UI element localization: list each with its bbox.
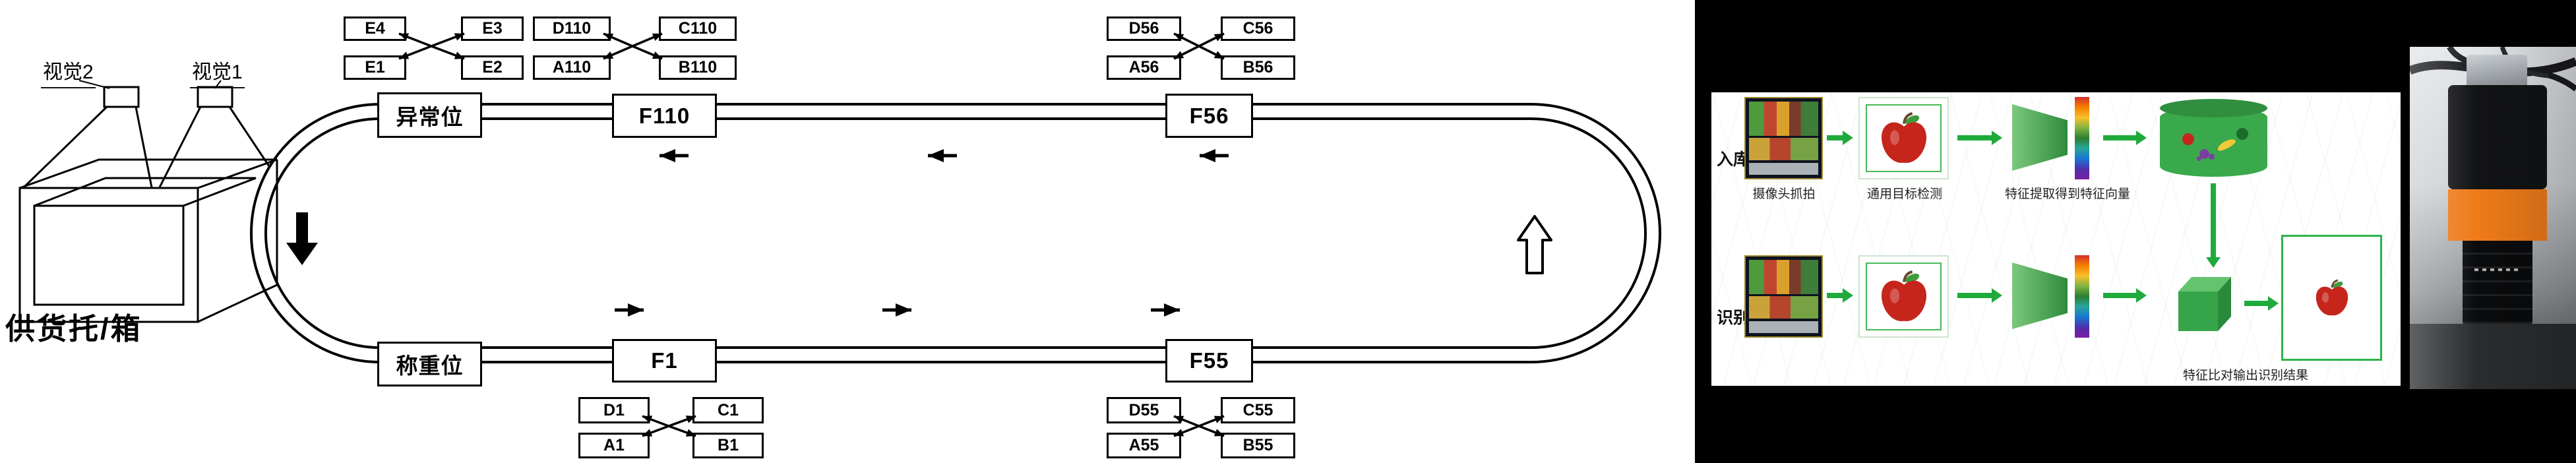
flow-arrow-icon [1827,288,1853,303]
cluster-box: D55 [1107,397,1181,423]
thumbnail-image [1749,138,1818,160]
lens-marking [2474,268,2521,271]
station-f110: F110 [612,94,717,138]
cluster-box: A56 [1107,55,1181,80]
recognition-flow-panel: 入库 识别 摄像头抓拍 通用目标检测 特征提取得到特征向量 [1711,92,2401,386]
cross-transfer-arrows [398,32,465,60]
vision2-camera-icon [22,86,153,189]
apple-icon [2315,279,2348,315]
thumbnail-image [1749,102,1818,136]
cluster-box: E4 [344,16,406,41]
cluster-box: B56 [1221,55,1295,80]
station-f55: F55 [1165,339,1253,383]
feature-extractor-shape [2012,104,2068,171]
flow-arrow-icon [1827,131,1853,145]
feature-vector-bar [2075,97,2089,179]
vision1-label: 视觉1 [190,55,245,88]
caption-capture: 摄像头抓拍 [1752,187,1816,201]
diagram-lines-svg [18,80,1661,363]
camera-capture-thumbnail [1744,255,1823,338]
cluster-box: E3 [461,16,524,41]
detected-apple-thumbnail [1858,97,1949,179]
up-arrow-icon [1517,215,1552,274]
cluster-box: C55 [1221,397,1295,423]
cluster-box: A1 [578,433,650,458]
cluster-box: E2 [461,55,524,80]
cluster-box: E1 [344,55,406,80]
camera-photo [2410,47,2576,389]
cluster-56: D56 C56 A56 B56 [1107,16,1295,80]
machinery-base [2410,324,2576,389]
racetrack-inner-line [264,117,1647,349]
thumbnail-shelf [1749,163,1818,175]
racetrack-outer-line [250,103,1661,363]
flow-arrow-icon [2244,296,2279,311]
cross-transfer-arrows [1173,32,1225,60]
camera-body [2448,85,2547,189]
feature-vector-bar [2075,255,2089,338]
caption-detection: 通用目标检测 [1866,187,1942,201]
hand-icon [2236,128,2248,140]
cluster-110: D110 C110 A110 B110 [533,16,737,80]
cluster-box: C56 [1221,16,1295,41]
cluster-box: A55 [1107,433,1181,458]
cross-transfer-arrows [642,415,696,437]
feature-extractor-shape [2012,262,2068,329]
cross-transfer-arrows [1173,415,1225,437]
cluster-box: B55 [1221,433,1295,458]
recognize-row-label: 识别 [1717,309,1750,327]
cluster-box: B110 [659,55,737,80]
detection-box [1866,262,1942,330]
cluster-box: C1 [692,397,764,423]
cylinder-body [2160,107,2267,177]
result-image-box [2281,235,2382,361]
station-abnormal: 异常位 [377,92,482,138]
camera-capture-thumbnail [1744,97,1823,179]
down-flow-arrow-icon [2206,183,2221,268]
down-arrow-icon [286,212,318,265]
supply-box-wireframe [18,158,278,323]
cluster-box: D110 [533,16,611,41]
flow-arrow-icon [1957,288,2002,303]
station-f1: F1 [612,339,717,383]
cluster-55: D55 C55 A55 B55 [1107,397,1295,458]
thumbnail-image [1749,260,1818,294]
cluster-box: B1 [692,433,764,458]
apple-icon [1881,111,1926,163]
flow-arrow-icon [2103,131,2147,145]
flow-arrow-icon [2103,288,2147,303]
conveyor-diagram: 视觉2 视觉1 供货托/箱 异常位 F110 F56 称重位 F1 F55 E4… [0,0,1695,463]
vision2-label: 视觉2 [41,55,96,88]
vision1-camera-icon [158,86,270,188]
feature-cube-shape [2178,277,2231,331]
cluster-box: C110 [659,16,737,41]
grapes-fruit-icon [2199,149,2209,159]
thumbnail-image [1749,296,1818,319]
cluster-box: D56 [1107,16,1181,41]
apple-icon [1881,270,1926,321]
apple-fruit-icon [2182,133,2194,145]
supply-label: 供货托/箱 [5,312,142,346]
caption-extraction: 特征提取得到特征向量 [2004,187,2130,201]
entry-row-label: 入库 [1717,150,1750,169]
thumbnail-shelf [1749,321,1818,333]
camera-lens [2463,241,2532,328]
station-weighing: 称重位 [377,342,482,386]
camera-orange-band [2448,189,2547,241]
caption-result: 特征比对输出识别结果 [2182,369,2308,383]
camera-connector [2467,55,2527,88]
cross-transfer-arrows [603,32,663,60]
cluster-e: E4 E3 E1 E2 [344,16,524,80]
cylinder-top [2160,99,2267,117]
cluster-1: D1 C1 A1 B1 [578,397,764,458]
station-f56: F56 [1165,94,1253,138]
cluster-box: D1 [578,397,650,423]
detected-apple-thumbnail [1858,255,1949,338]
feature-database-cylinder [2160,99,2267,177]
detection-box [1866,104,1942,172]
flow-arrow-icon [1957,131,2002,145]
cluster-box: A110 [533,55,611,80]
